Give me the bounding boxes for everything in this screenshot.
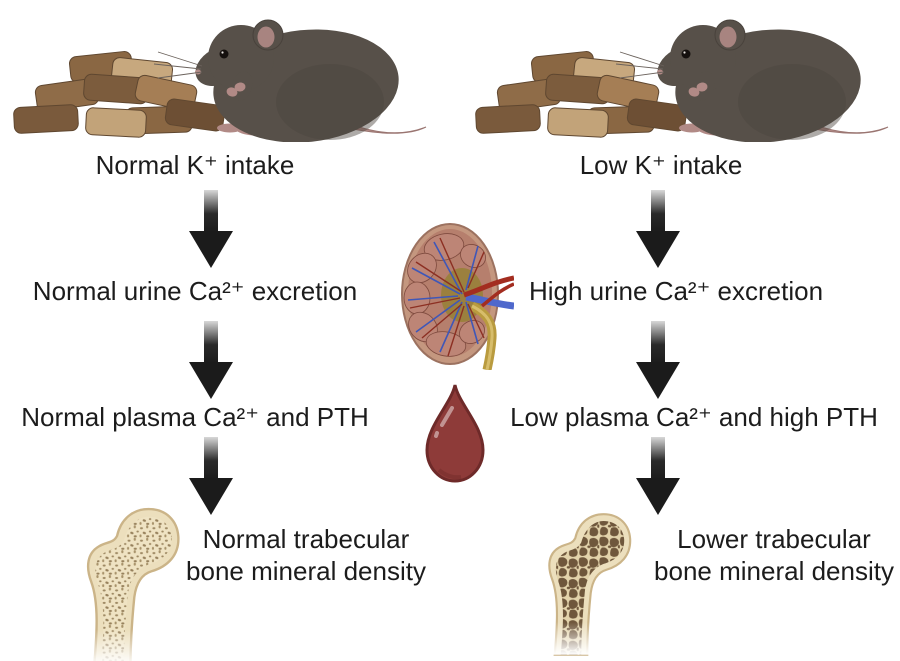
left-bone-label: Normal trabecular bone mineral density [186, 524, 426, 586]
kidney-icon [401, 223, 514, 370]
left-intake-label: Normal K⁺ intake [95, 150, 295, 180]
bone-low-density-illustration [517, 485, 637, 661]
down-arrow-icon [635, 437, 681, 515]
left-plasma-label: Normal plasma Ca²⁺ and PTH [21, 402, 369, 432]
blood-drop-icon [425, 384, 485, 483]
down-arrow-icon [635, 190, 681, 268]
right-intake-label: Low K⁺ intake [579, 150, 743, 180]
left-urine-label: Normal urine Ca²⁺ excretion [32, 276, 358, 306]
blood-drop-illustration [419, 382, 491, 484]
mouse-with-food-illustration-right [470, 6, 894, 142]
down-arrow-icon [635, 321, 681, 399]
down-arrow-icon [188, 437, 234, 515]
bone-normal-illustration [52, 488, 186, 661]
down-arrow-icon [188, 190, 234, 268]
right-plasma-label: Low plasma Ca²⁺ and high PTH [510, 402, 878, 432]
kidney-illustration [398, 220, 514, 370]
down-arrow-icon [188, 321, 234, 399]
right-bone-label: Lower trabecular bone mineral density [654, 524, 894, 586]
right-urine-label: High urine Ca²⁺ excretion [528, 276, 824, 306]
mouse-icon [475, 19, 889, 142]
bone-icon [541, 513, 632, 656]
bone-icon [78, 507, 180, 661]
food-pellets-icon [475, 51, 688, 138]
food-pellets-icon [13, 51, 226, 138]
mouse-icon [13, 19, 427, 142]
mouse-with-food-illustration-left [8, 6, 432, 142]
